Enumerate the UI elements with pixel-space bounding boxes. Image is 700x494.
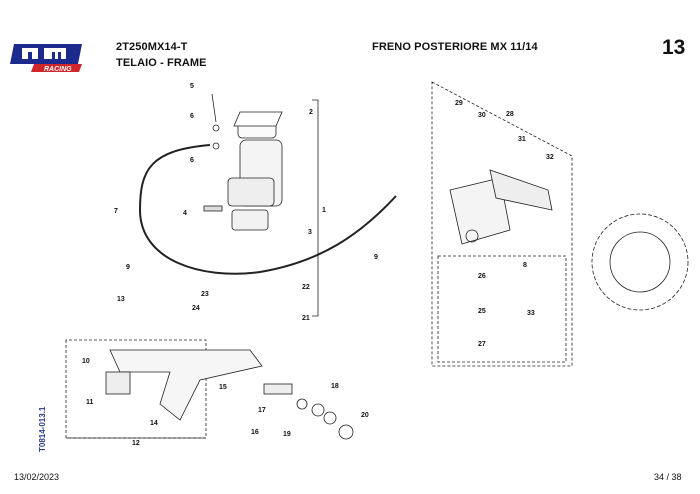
callout-11: 11 xyxy=(86,399,94,406)
page-section-number: 13 xyxy=(662,36,686,59)
callout-1: 1 xyxy=(322,207,326,214)
callout-6: 6 xyxy=(190,113,194,120)
page-title: FRENO POSTERIORE MX 11/14 xyxy=(372,41,538,53)
callout-3: 3 xyxy=(308,229,312,236)
callout-31: 31 xyxy=(518,136,526,143)
page-count: 34 / 38 xyxy=(654,472,682,482)
callout-30: 30 xyxy=(478,112,486,119)
print-date: 13/02/2023 xyxy=(14,472,60,482)
callout-17: 17 xyxy=(258,407,266,414)
callout-26: 26 xyxy=(478,273,486,280)
callout-28: 28 xyxy=(506,111,514,118)
callout-25: 25 xyxy=(478,308,486,315)
document-reference: T0814-013.1 xyxy=(38,406,47,452)
callout-20: 20 xyxy=(361,412,369,419)
callout-13: 13 xyxy=(117,296,125,303)
callout-9: 9 xyxy=(374,254,378,261)
callout-33: 33 xyxy=(527,310,535,317)
callout-29: 29 xyxy=(455,100,463,107)
callout-16: 16 xyxy=(251,429,259,436)
callout-2: 2 xyxy=(309,109,313,116)
tm-racing-logo: RACING xyxy=(8,42,86,76)
section-name: TELAIO - FRAME xyxy=(116,57,207,69)
callout-10: 10 xyxy=(82,358,90,365)
callout-5: 5 xyxy=(190,83,194,90)
logo-subtext: RACING xyxy=(44,66,72,73)
callout-9: 9 xyxy=(126,264,130,271)
callout-22: 22 xyxy=(302,284,310,291)
callout-32: 32 xyxy=(546,154,554,161)
callout-12: 12 xyxy=(132,440,140,447)
callout-7: 7 xyxy=(114,208,118,215)
callout-27: 27 xyxy=(478,341,486,348)
callout-19: 19 xyxy=(283,431,291,438)
callout-24: 24 xyxy=(192,305,200,312)
callout-6: 6 xyxy=(190,157,194,164)
callout-15: 15 xyxy=(219,384,227,391)
callout-21: 21 xyxy=(302,315,310,322)
callout-14: 14 xyxy=(150,420,158,427)
callout-23: 23 xyxy=(201,291,209,298)
callout-18: 18 xyxy=(331,383,339,390)
callout-8: 8 xyxy=(523,262,527,269)
model-code: 2T250MX14-T xyxy=(116,41,188,53)
callout-4: 4 xyxy=(183,210,187,217)
